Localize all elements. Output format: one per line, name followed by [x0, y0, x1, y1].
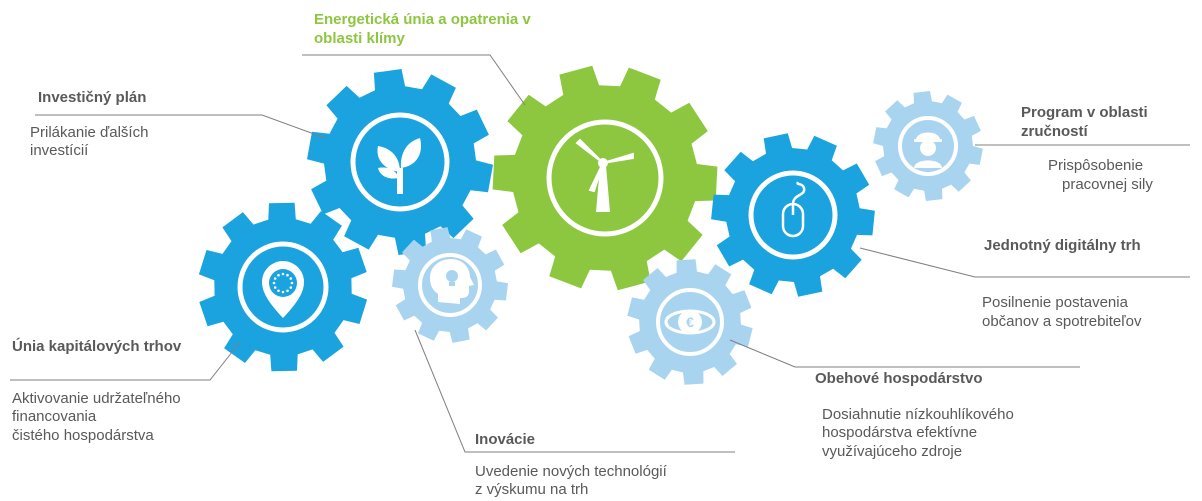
connector-innovation	[414, 329, 735, 453]
euro-cycle-icon: €	[664, 309, 716, 335]
investment-desc-1: Prilákanie ďalších	[30, 124, 149, 141]
capital-desc-3: čistého hospodárstva	[12, 427, 154, 444]
svg-text:€: €	[686, 314, 694, 330]
skills-desc-1: Prispôsobenie	[1048, 157, 1144, 174]
connector-capital	[10, 341, 241, 381]
capital-title: Únia kapitálových trhov	[12, 338, 182, 355]
connector-digital	[859, 247, 1190, 278]
innovation-desc-2: z výskumu na trh	[475, 481, 589, 498]
digital-desc-2: občanov a spotrebiteľov	[982, 313, 1142, 330]
innovation-desc-1: Uvedenie nových technológií	[475, 463, 667, 480]
gear-investment	[307, 69, 493, 255]
connector-circular	[729, 339, 1080, 368]
capital-desc-1: Aktivovanie udržateľného	[12, 390, 181, 407]
wind-turbine-icon	[575, 138, 634, 212]
connector-investment	[35, 114, 326, 139]
skills-desc-2: pracovnej sily	[1062, 176, 1153, 193]
capital-desc-2: financovania	[12, 408, 97, 425]
connector-energy	[302, 54, 526, 106]
skills-title: Program v oblasti zručností	[1021, 104, 1148, 140]
head-lightbulb-icon	[430, 259, 474, 304]
eu-location-pin-icon	[262, 261, 304, 318]
investment-desc-2: investícií	[30, 142, 89, 159]
worker-icon	[914, 132, 942, 168]
digital-title: Jednotný digitálny trh	[984, 237, 1141, 254]
circular-desc-1: Dosiahnutie nízkouhlíkového	[822, 406, 1014, 423]
investment-title: Investičný plán	[38, 89, 147, 106]
circular-desc-3: využívajúceho zdroje	[822, 443, 963, 460]
plant-icon	[377, 138, 422, 194]
circular-desc-2: hospodárstva efektívne	[822, 424, 978, 441]
energy-title: Energetická únia a opatrenia v oblasti k…	[314, 11, 531, 47]
digital-desc-1: Posilnenie postavenia	[982, 294, 1128, 311]
mouse-icon	[781, 181, 806, 238]
innovation-title: Inovácie	[475, 431, 536, 448]
circular-title: Obehové hospodárstvo	[815, 370, 983, 387]
